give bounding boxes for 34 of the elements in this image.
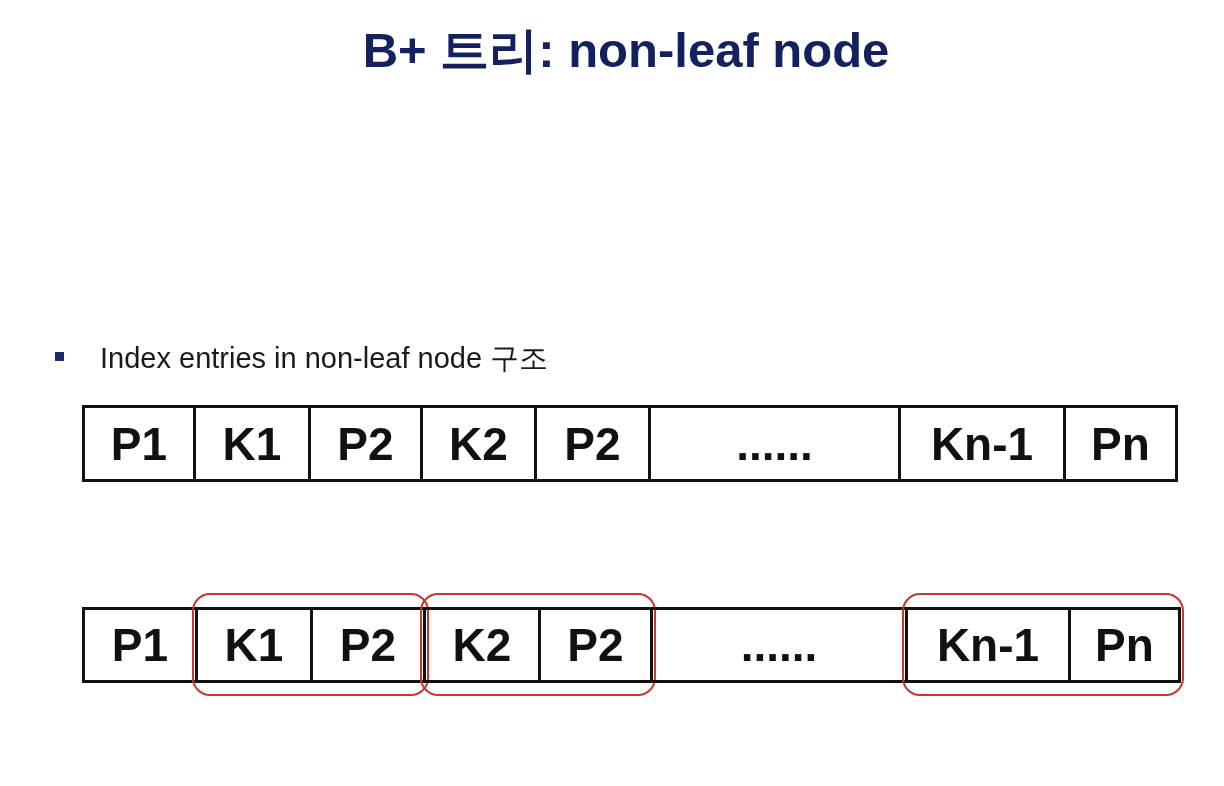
entry-label: P1 bbox=[110, 417, 168, 470]
group-outline bbox=[902, 593, 1184, 696]
entry-label: Pn bbox=[1091, 417, 1150, 470]
group-outline bbox=[420, 593, 656, 696]
entry-label: K2 bbox=[452, 618, 512, 671]
entry-cell bbox=[193, 405, 311, 482]
entry-label: P2 bbox=[564, 417, 621, 470]
entry-label: Pn bbox=[1095, 618, 1154, 671]
entry-cell bbox=[420, 405, 537, 482]
entry-label: ...... bbox=[740, 619, 818, 671]
entry-cell bbox=[898, 405, 1066, 482]
entry-cell bbox=[648, 405, 901, 482]
entry-cell bbox=[538, 606, 653, 683]
entry-label: ...... bbox=[736, 417, 813, 470]
entry-label: Kn-1 bbox=[930, 417, 1034, 470]
entry-cell bbox=[534, 405, 651, 482]
bullet-text: Index entries in non-leaf node 구조 bbox=[100, 341, 549, 375]
entry-cell bbox=[308, 405, 423, 482]
entry-label: K2 bbox=[449, 417, 508, 470]
entry-cell bbox=[82, 405, 196, 482]
entry-label: P2 bbox=[337, 417, 394, 470]
entry-label: P2 bbox=[339, 618, 397, 671]
entry-label: P1 bbox=[111, 619, 169, 671]
entry-cell bbox=[195, 606, 313, 683]
entry-cell bbox=[1068, 606, 1181, 683]
entry-label: Kn-1 bbox=[936, 618, 1040, 671]
entry-label: P2 bbox=[567, 618, 624, 671]
slide-title: B+ 트리: non-leaf node bbox=[362, 22, 890, 78]
entry-cell bbox=[905, 606, 1071, 683]
entry-cell bbox=[1063, 405, 1178, 482]
group-outline bbox=[192, 593, 429, 696]
entry-cell bbox=[423, 606, 541, 683]
entry-label: K1 bbox=[222, 417, 282, 470]
entry-label: K1 bbox=[224, 618, 284, 671]
